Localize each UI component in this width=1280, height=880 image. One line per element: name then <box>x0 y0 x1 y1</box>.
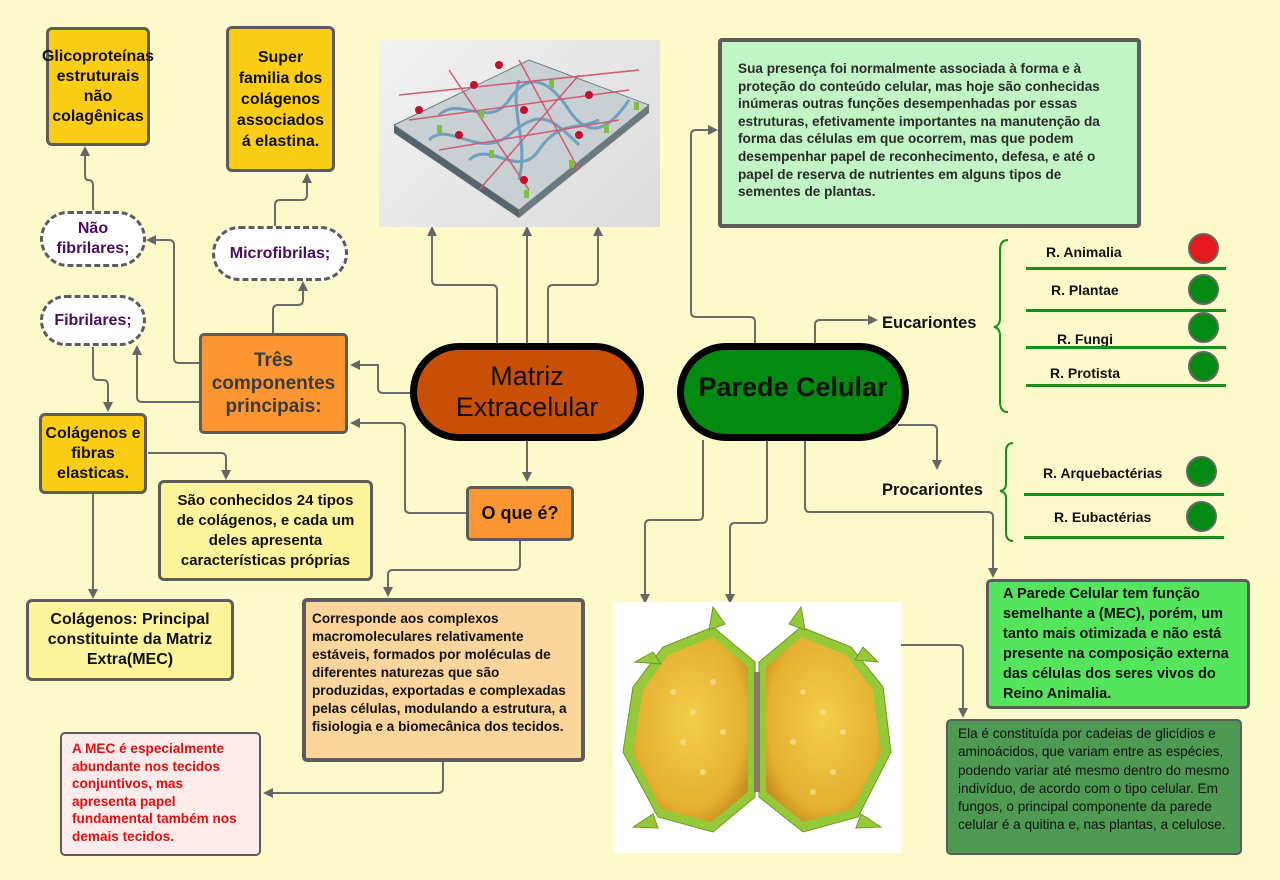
connector-parede-semelhante <box>804 440 998 578</box>
connector-parede-image-1 <box>640 440 704 604</box>
colagenos-principal-node[interactable]: Colágenos: Principal constituinte da Mat… <box>26 599 234 681</box>
status-dot-animalia <box>1188 233 1219 264</box>
status-dot-fungi <box>1188 312 1219 343</box>
glicoproteinas-node[interactable]: Glicoproteínas estruturais não colagênic… <box>42 27 154 146</box>
glicoproteinas-text: Glicoproteínas estruturais não colagênic… <box>41 47 155 125</box>
matriz-extracelular-node[interactable]: Matriz Extracelular <box>410 343 644 441</box>
kingdom-label-eubacterias: R. Eubactérias <box>1054 509 1152 525</box>
status-dot-eubacterias <box>1186 501 1217 532</box>
connector-componentes-microfibrilas <box>272 281 308 333</box>
connector-parede-image-2 <box>725 440 768 604</box>
kingdom-line-eubacterias <box>1024 536 1224 539</box>
funcao-semelhante-node[interactable]: A Parede Celular tem função semelhante a… <box>986 579 1250 709</box>
o-que-e-text: O que é? <box>481 503 559 523</box>
connector-mec-componentes <box>350 360 410 394</box>
parede-funcoes-node[interactable]: Sua presença foi normalmente associada à… <box>718 38 1141 228</box>
fibrilares-node[interactable]: Fibrilares; <box>40 295 146 346</box>
parede-funcoes-text: Sua presença foi normalmente associada à… <box>738 61 1100 200</box>
mec-abundante-node[interactable]: A MEC é especialmente abundante nos teci… <box>60 732 261 856</box>
super-familia-text: Super familia dos colágenos associados á… <box>236 48 325 150</box>
definicao-text: Corresponde aos complexos macromolecular… <box>312 611 567 734</box>
kingdom-line-arquebacterias <box>1024 493 1224 496</box>
colagenos-fibras-text: Colágenos e fibras elasticas. <box>45 424 141 482</box>
kingdom-label-animalia: R. Animalia <box>1046 244 1122 260</box>
funcao-semelhante-text: A Parede Celular tem função semelhante a… <box>1003 586 1229 702</box>
kingdom-line-plantae <box>1026 309 1226 312</box>
kingdom-line-fungi <box>1026 346 1226 349</box>
plant-cell-wall-illustration-icon <box>622 605 892 833</box>
eucariontes-label: Eucariontes <box>882 314 977 332</box>
connector-image-constituida <box>900 644 968 718</box>
kingdom-label-arquebacterias: R. Arquebactérias <box>1043 465 1163 481</box>
brace-eucariontes <box>993 239 1009 413</box>
colagenos-fibras-node[interactable]: Colágenos e fibras elasticas. <box>39 413 147 494</box>
status-dot-plantae <box>1188 274 1219 305</box>
kingdom-line-protista <box>1026 384 1226 387</box>
super-familia-node[interactable]: Super familia dos colágenos associados á… <box>226 26 335 172</box>
connector-colagenos-tipos <box>148 452 231 480</box>
parede-celular-node[interactable]: Parede Celular <box>677 343 909 441</box>
microfibrilas-text: Microfibrilas; <box>229 244 331 262</box>
connector-naofibrilares-glicoproteinas <box>80 146 94 210</box>
constituida-text: Ela é constituída por cadeias de glicídi… <box>958 726 1230 833</box>
constituida-node[interactable]: Ela é constituída por cadeias de glicídi… <box>946 719 1242 855</box>
kingdom-label-plantae: R. Plantae <box>1051 282 1119 298</box>
definicao-node[interactable]: Corresponde aos complexos macromolecular… <box>302 598 585 762</box>
connector-mec-image-3 <box>547 226 603 345</box>
o-que-e-node[interactable]: O que é? <box>466 486 574 541</box>
kingdom-line-animalia <box>1026 267 1226 270</box>
nao-fibrilares-text: Não fibrilares; <box>56 220 130 257</box>
parede-celular-text: Parede Celular <box>698 371 888 402</box>
tipos-colagenos-text: São conhecidos 24 tipos de colágenos, e … <box>176 491 355 569</box>
connector-componentes-naofibrilares <box>146 235 200 364</box>
fibrilares-text: Fibrilares; <box>54 311 132 329</box>
connector-mec-image-1 <box>427 226 498 345</box>
kingdom-label-fungi: R. Fungi <box>1057 331 1113 347</box>
mec-abundante-text: A MEC é especialmente abundante nos teci… <box>72 741 237 844</box>
extracellular-matrix-image <box>379 40 660 227</box>
connector-componentes-fibrilares <box>132 345 200 403</box>
plant-cell-wall-image <box>613 602 901 853</box>
status-dot-arquebacterias <box>1186 456 1217 487</box>
tres-componentes-node[interactable]: Três componentes principais: <box>199 333 348 434</box>
connector-parede-eucariontes <box>814 315 878 345</box>
matriz-extracelular-text: Matriz Extracelular <box>455 361 599 422</box>
brace-procariontes <box>999 442 1014 542</box>
status-dot-protista <box>1188 351 1219 382</box>
connector-oquee-definicao <box>383 540 521 597</box>
connector-microfibrilas-superfamilia <box>274 173 312 228</box>
tipos-colagenos-node[interactable]: São conhecidos 24 tipos de colágenos, e … <box>158 480 373 581</box>
colagenos-principal-text: Colágenos: Principal constituinte da Mat… <box>47 611 213 668</box>
connector-parede-procariontes <box>898 424 942 470</box>
kingdom-label-protista: R. Protista <box>1050 365 1121 381</box>
connector-fibrilares-colagenos <box>92 347 113 412</box>
tres-componentes-text: Três componentes principais: <box>211 350 336 417</box>
extracellular-matrix-illustration-icon <box>393 59 650 218</box>
nao-fibrilares-node[interactable]: Não fibrilares; <box>40 211 146 267</box>
microfibrilas-node[interactable]: Microfibrilas; <box>212 226 348 281</box>
procariontes-label: Procariontes <box>882 481 983 499</box>
